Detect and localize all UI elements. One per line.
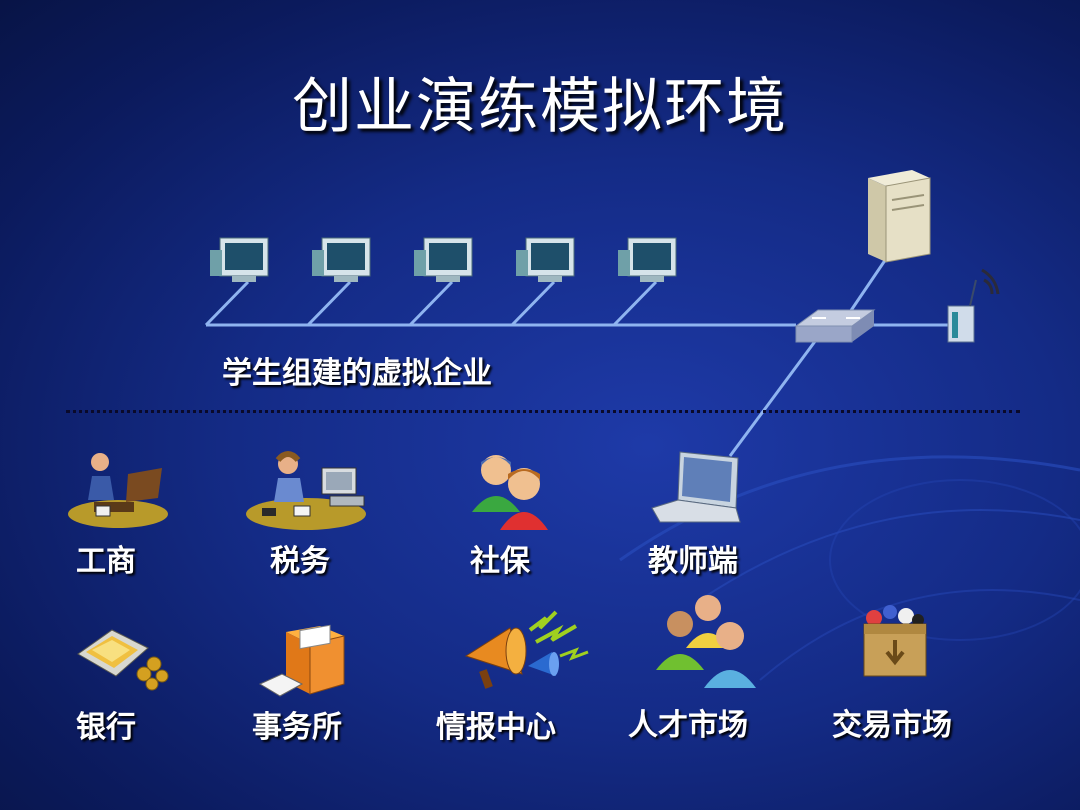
dept-label-trade-market: 交易市场	[832, 708, 952, 743]
goods-box-icon	[863, 605, 927, 677]
teacher-link-line	[728, 339, 818, 457]
section-divider	[66, 410, 1020, 413]
megaphone-icon	[464, 610, 589, 689]
businessman-desk-icon	[68, 453, 168, 528]
switch-icon	[794, 309, 876, 343]
server-icon	[868, 170, 931, 263]
page-title: 创业演练模拟环境	[292, 72, 788, 142]
dept-label-firm: 事务所	[252, 710, 342, 745]
computer-icon	[306, 237, 371, 327]
virtual-enterprise-caption: 学生组建的虚拟企业	[222, 356, 492, 391]
dept-label-intel-center: 情报中心	[436, 710, 556, 745]
file-cabinet-icon	[258, 624, 345, 697]
money-cash-icon	[77, 629, 169, 691]
computer-icon	[204, 237, 269, 327]
computer-icon	[612, 237, 677, 327]
dept-label-bank: 银行	[76, 710, 136, 745]
computer-icon	[510, 237, 575, 327]
dept-label-teacher: 教师端	[648, 544, 738, 579]
phone-operator-icon	[246, 451, 366, 530]
laptop-icon	[651, 451, 741, 523]
dept-label-talent-market: 人才市场	[628, 708, 748, 743]
dept-label-shebao: 社保	[470, 544, 530, 579]
dept-label-gongshang: 工商	[76, 544, 136, 579]
people-group-icon	[656, 595, 756, 688]
computer-icon	[408, 237, 473, 327]
dept-label-shuiwu: 税务	[270, 544, 330, 579]
two-people-icon	[472, 455, 548, 530]
wireless-router-icon	[947, 268, 1000, 343]
